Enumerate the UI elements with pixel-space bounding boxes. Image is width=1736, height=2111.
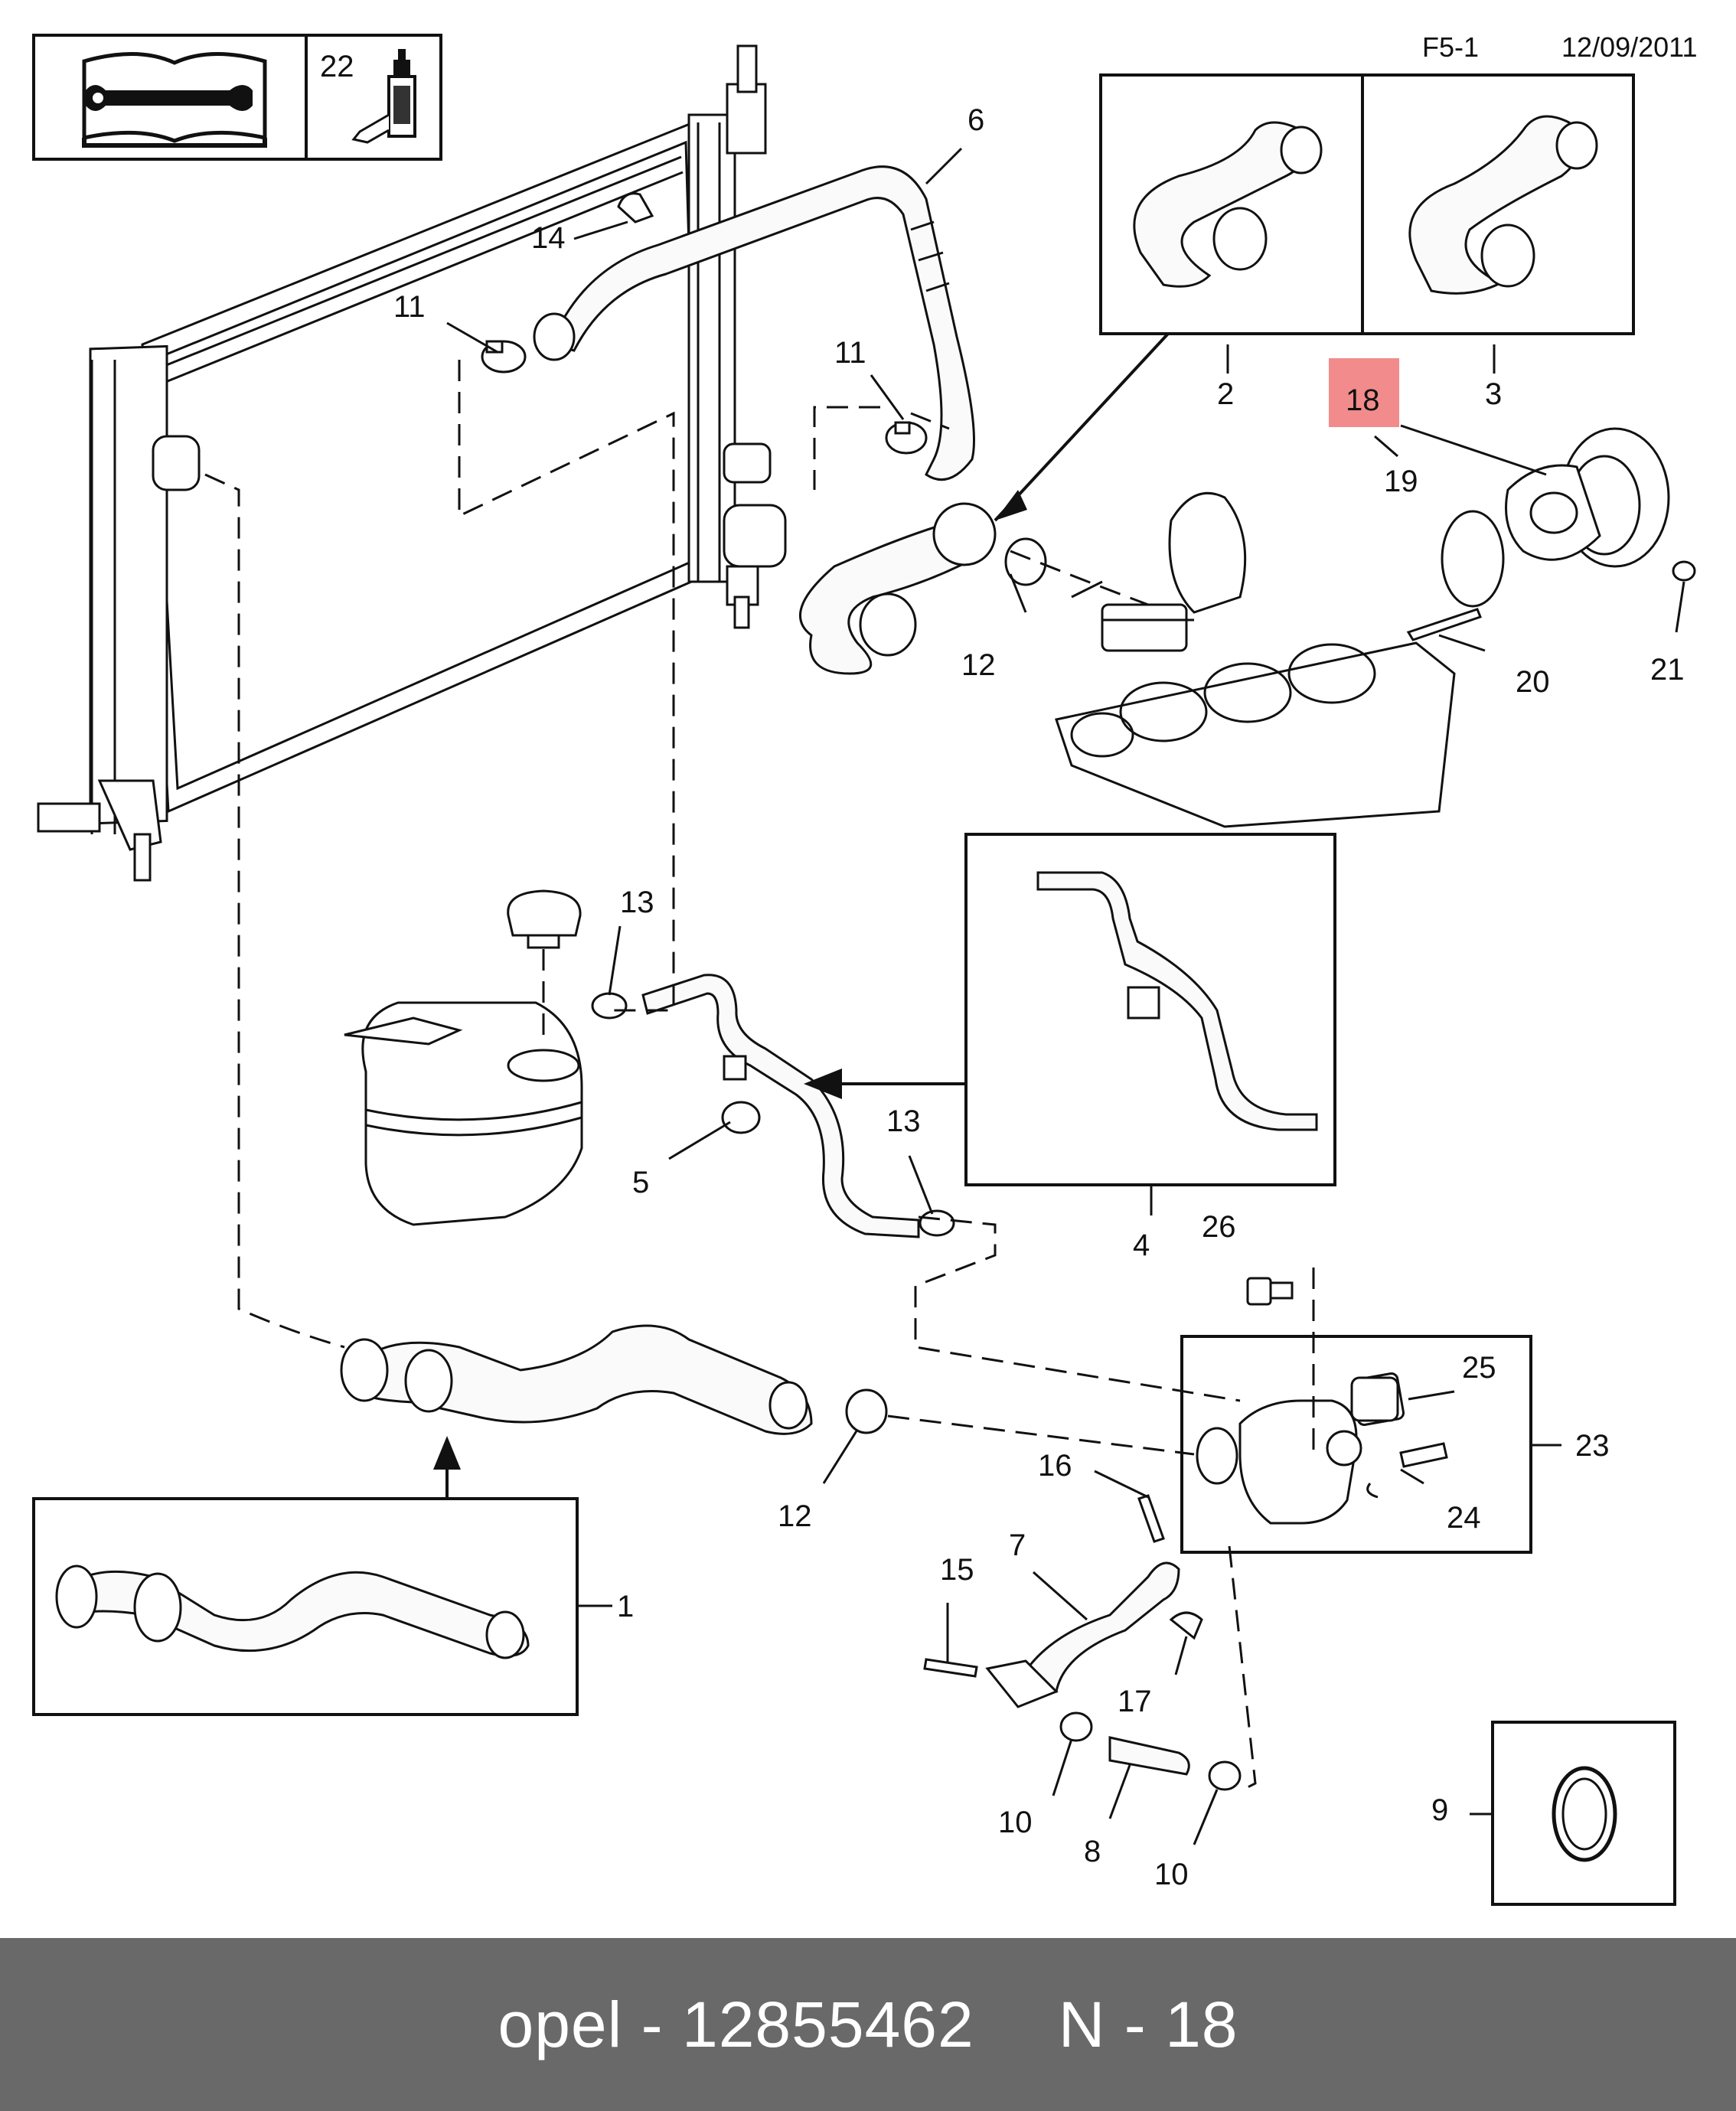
callout-23: 23 bbox=[1575, 1429, 1610, 1463]
callout-17: 17 bbox=[1118, 1685, 1152, 1718]
callout-11-lower: 11 bbox=[834, 336, 866, 370]
part-number: 12855462 bbox=[681, 1988, 974, 2060]
washer-21 bbox=[1672, 560, 1696, 582]
radiator bbox=[37, 44, 787, 882]
callout-21: 21 bbox=[1650, 653, 1685, 687]
callout-5: 5 bbox=[632, 1166, 649, 1199]
leader-inset-to-hose bbox=[994, 332, 1170, 522]
callout-11-upper: 11 bbox=[393, 290, 426, 324]
callout-2: 2 bbox=[1217, 377, 1234, 411]
diagram-date: 12/09/2011 bbox=[1561, 31, 1698, 63]
reference-separator: - bbox=[1124, 1988, 1147, 2060]
callout-6: 6 bbox=[968, 103, 984, 137]
bolt-16 bbox=[1137, 1494, 1165, 1543]
clamp-13-upper bbox=[591, 992, 628, 1020]
clip-17 bbox=[1169, 1611, 1203, 1640]
callout-9: 9 bbox=[1431, 1793, 1448, 1827]
service-manual-wrench-icon bbox=[82, 52, 267, 148]
callout-14: 14 bbox=[531, 221, 566, 255]
callout-26: 26 bbox=[1202, 1210, 1236, 1244]
bolt-15 bbox=[923, 1658, 978, 1678]
callout-1: 1 bbox=[617, 1590, 634, 1623]
callout-19: 19 bbox=[1384, 465, 1418, 498]
stud-20 bbox=[1406, 608, 1482, 641]
bolt-26 bbox=[1246, 1277, 1294, 1306]
inset-hose-1 bbox=[32, 1497, 579, 1716]
part-number-banner: opel - 12855462 N - 18 bbox=[0, 1938, 1736, 2111]
callout-8: 8 bbox=[1084, 1835, 1101, 1868]
filler-cap bbox=[507, 889, 582, 949]
callout-7: 7 bbox=[1009, 1529, 1026, 1562]
hose-6 bbox=[533, 165, 975, 481]
callout-18: 18 bbox=[1346, 383, 1380, 417]
sealant-bottle-icon bbox=[351, 49, 416, 144]
brand-separator: - bbox=[641, 1988, 664, 2060]
clamp-5 bbox=[721, 1101, 761, 1134]
water-pump bbox=[1505, 427, 1670, 568]
callout-16: 16 bbox=[1038, 1449, 1072, 1483]
callout-13-upper: 13 bbox=[620, 886, 654, 919]
highlight-callout-18 bbox=[1329, 358, 1399, 427]
dashed-routing-lines bbox=[204, 360, 1315, 1793]
hose-tank-4 bbox=[641, 974, 920, 1238]
clamp-13-lower bbox=[919, 1209, 955, 1237]
exploded-parts-diagram: 22 F5-1 12/09/2011 bbox=[32, 31, 1698, 1906]
clamp-10-left bbox=[1059, 1711, 1093, 1742]
expansion-tank bbox=[344, 1001, 583, 1226]
reference-number: 18 bbox=[1165, 1988, 1238, 2060]
clamp-10-right bbox=[1208, 1760, 1242, 1791]
hose-8 bbox=[1108, 1736, 1190, 1776]
callout-12-upper: 12 bbox=[961, 648, 996, 682]
inset-gasket-9 bbox=[1491, 1721, 1676, 1906]
callout-20: 20 bbox=[1516, 665, 1550, 699]
legend-box: 22 bbox=[32, 34, 442, 161]
callout-22: 22 bbox=[320, 50, 354, 83]
inset-hose-4 bbox=[964, 833, 1336, 1186]
sensor-24 bbox=[1366, 1442, 1448, 1499]
reference-label: N bbox=[1058, 1988, 1106, 2060]
inset-hoses-2-3 bbox=[1099, 73, 1635, 335]
pipe-7 bbox=[985, 1561, 1180, 1708]
callout-3: 3 bbox=[1485, 377, 1502, 411]
callout-10-left: 10 bbox=[998, 1806, 1033, 1839]
brand-label: opel bbox=[498, 1988, 623, 2060]
callout-13-lower: 13 bbox=[886, 1104, 921, 1138]
callout-25: 25 bbox=[1462, 1351, 1496, 1385]
hose-lower-radiator bbox=[340, 1324, 813, 1435]
hose-upper-radiator bbox=[799, 502, 1047, 675]
o-ring-19 bbox=[1441, 510, 1505, 608]
callout-12-lower: 12 bbox=[778, 1499, 812, 1533]
clamp-12-lower bbox=[845, 1388, 888, 1434]
callout-24: 24 bbox=[1447, 1501, 1481, 1535]
hose-14-clip bbox=[617, 192, 654, 223]
callout-10-right: 10 bbox=[1154, 1858, 1189, 1891]
callout-15: 15 bbox=[940, 1553, 974, 1587]
engine-block bbox=[1055, 491, 1456, 828]
leader-lines bbox=[446, 147, 1685, 1845]
seal-25 bbox=[1350, 1376, 1399, 1422]
clamp-11-lower bbox=[885, 421, 928, 455]
sheet-id: F5-1 bbox=[1422, 31, 1479, 63]
callout-4: 4 bbox=[1133, 1228, 1150, 1262]
